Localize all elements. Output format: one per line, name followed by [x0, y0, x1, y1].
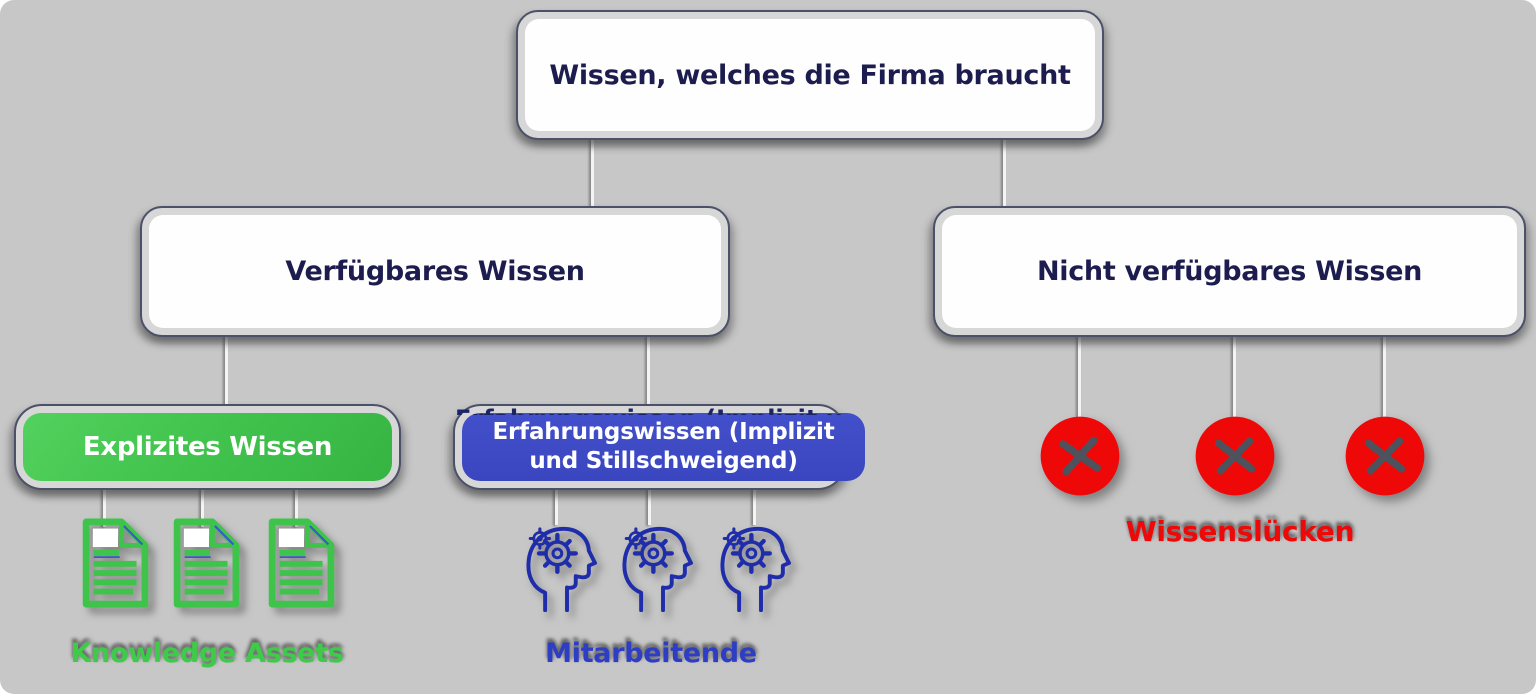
node-experience-label: Erfahrungswissen (Implizit und Stillschw… [462, 413, 865, 481]
connector-line [648, 487, 651, 525]
caption-knowledge-assets: Knowledge Assets [70, 638, 344, 669]
connector-line [295, 487, 298, 527]
node-available: Verfügbares Wissen [140, 206, 730, 337]
caption-wissensluecken: Wissenslücken [1125, 515, 1355, 548]
document-icon [71, 516, 155, 614]
connector-line [1003, 138, 1006, 210]
connector-line [591, 138, 594, 210]
node-not-available-label: Nicht verfügbares Wissen [942, 215, 1517, 328]
node-root: Wissen, welches die Firma braucht [516, 10, 1104, 140]
connector-line [647, 335, 650, 408]
node-root-label: Wissen, welches die Firma braucht [525, 19, 1095, 131]
x-circle-icon [1344, 415, 1426, 501]
connector-line [1233, 335, 1236, 420]
node-not-available: Nicht verfügbares Wissen [933, 206, 1526, 337]
document-icon [162, 516, 246, 614]
x-circle-icon [1194, 415, 1276, 501]
connector-line [1383, 335, 1386, 420]
connector-line [555, 487, 558, 525]
x-circle-icon [1039, 415, 1121, 501]
caption-mitarbeitende: Mitarbeitende [545, 638, 757, 669]
connector-line [753, 487, 756, 525]
head-gears-icon [514, 514, 606, 616]
node-explicit-label: Explizites Wissen [23, 413, 392, 481]
head-gears-icon [708, 514, 800, 616]
node-explicit: Explizites Wissen [14, 404, 401, 490]
connector-line [225, 335, 228, 408]
connector-line [1078, 335, 1081, 420]
connector-line [201, 487, 204, 527]
document-icon [257, 516, 341, 614]
connector-line [103, 487, 106, 527]
head-gears-icon [610, 514, 702, 616]
node-experience: Erfahrungswissen (Implizit und Stillschw… [453, 404, 865, 490]
node-available-label: Verfügbares Wissen [149, 215, 721, 328]
